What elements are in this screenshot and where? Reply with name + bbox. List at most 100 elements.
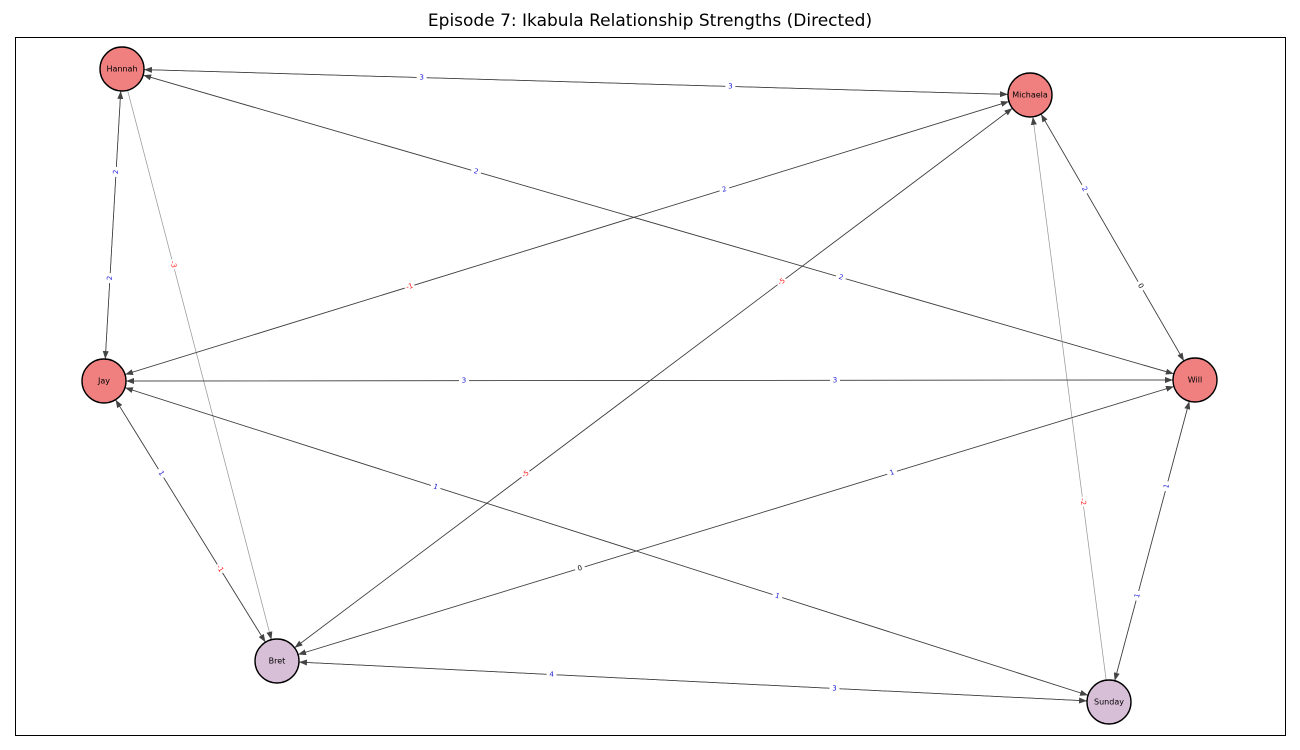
- edge-weight-label: 0: [573, 562, 587, 575]
- edge-weight-background: [834, 271, 848, 284]
- edge-weight-label: -2: [1077, 496, 1089, 508]
- node-label: Jay: [97, 377, 110, 386]
- edge-hannah-to-bret: [127, 90, 273, 640]
- edge-will-to-hannah: [143, 74, 1174, 375]
- edge-weight-label: 3: [725, 81, 736, 92]
- edge-weight-background: [416, 72, 427, 83]
- edge-weight-value: 1: [1162, 483, 1171, 489]
- node-label: Will: [1188, 376, 1202, 385]
- edge-weight-value: -3: [168, 260, 178, 269]
- edge-weight-label: 0: [1133, 279, 1148, 293]
- node-hannah: Hannah: [99, 46, 145, 92]
- edge-weight-value: 4: [549, 670, 554, 678]
- edge-weight-label: 1: [1160, 480, 1173, 493]
- edge-will-to-michaela: [1040, 113, 1185, 362]
- edge-weight-background: [429, 480, 442, 494]
- edge-weight-label: 3: [829, 375, 840, 386]
- edge-weight-label: 1: [429, 480, 442, 494]
- edge-weight-value: 1: [774, 592, 781, 601]
- edge-weight-label: 3: [829, 683, 840, 694]
- node-michaela: Michaela: [1007, 72, 1053, 118]
- edge-weight-background: [774, 274, 789, 289]
- edge-sunday-to-michaela: [1030, 116, 1107, 681]
- edge-weight-background: [1077, 496, 1089, 508]
- edge-bret-to-jay: [115, 399, 266, 643]
- edge-weight-value: 3: [833, 376, 837, 384]
- edge-weight-label: 3: [416, 72, 427, 83]
- node-circle: [1007, 72, 1053, 118]
- edge-weight-value: 2: [838, 273, 845, 282]
- edge-weight-background: [110, 166, 122, 178]
- edge-weight-background: [725, 81, 736, 92]
- edge-layer: [102, 66, 1191, 704]
- edge-weight-background: [469, 165, 483, 178]
- node-circle: [1172, 357, 1218, 403]
- node-circle: [1086, 679, 1132, 725]
- node-will: Will: [1172, 357, 1218, 403]
- edge-weight-value: -2: [1079, 498, 1088, 506]
- edge-weight-background: [104, 272, 116, 284]
- edge-jay-to-michaela: [124, 100, 1010, 375]
- edge-weight-label: 1: [1131, 589, 1144, 602]
- edge-weight-background: [885, 466, 899, 479]
- plot-frame: [15, 37, 1286, 736]
- edge-weight-value: -5: [520, 469, 530, 480]
- edge-weight-background: [403, 280, 416, 293]
- edge-weight-background: [718, 183, 731, 196]
- edge-weight-label: 2: [469, 165, 483, 178]
- edge-weight-value: 2: [473, 167, 480, 176]
- node-label: Sunday: [1094, 698, 1124, 707]
- edge-sunday-to-jay: [124, 387, 1089, 696]
- edge-weight-background: [1131, 589, 1144, 602]
- edge-weight-label: 2: [1077, 182, 1092, 196]
- edge-weight-background: [1160, 480, 1173, 493]
- edge-weight-label: 2: [104, 272, 116, 284]
- edge-weight-value: 2: [106, 276, 114, 281]
- edge-weight-value: 3: [832, 684, 837, 692]
- edge-bret-to-will: [297, 385, 1175, 655]
- edge-weight-value: -1: [215, 564, 225, 574]
- node-sunday: Sunday: [1086, 679, 1132, 725]
- node-label: Michaela: [1012, 91, 1048, 100]
- edge-weight-label: -5: [518, 467, 533, 482]
- edge-weight-background: [167, 258, 180, 271]
- node-bret: Bret: [254, 638, 300, 684]
- edge-weight-label: -1: [403, 280, 416, 293]
- edge-jay-to-hannah: [104, 90, 124, 360]
- edge-weight-label: 1: [154, 466, 168, 481]
- edge-will-to-jay: [125, 377, 1174, 384]
- edge-weight-background: [771, 589, 784, 603]
- edge-weight-label: -1: [213, 561, 227, 576]
- graph-title: Episode 7: Ikabula Relationship Strength…: [427, 11, 873, 31]
- edge-weight-value: 3: [419, 74, 424, 82]
- edge-weight-value: 2: [1080, 185, 1089, 193]
- edge-weight-label: 2: [718, 183, 731, 196]
- edge-weight-value: 1: [1133, 593, 1142, 599]
- edge-weight-label: 1: [771, 589, 784, 603]
- edge-weight-background: [154, 466, 168, 481]
- edge-weight-label: -3: [167, 258, 180, 271]
- edge-weight-background: [546, 669, 557, 680]
- edge-weight-background: [213, 561, 227, 576]
- edge-weight-value: 3: [462, 377, 466, 385]
- edge-weight-value: 0: [1136, 282, 1145, 290]
- edge-weight-value: 3: [728, 82, 733, 90]
- node-circle: [99, 46, 145, 92]
- edge-weight-label: 3: [459, 375, 470, 386]
- edge-weight-value: 1: [889, 468, 896, 477]
- edge-weight-label: 2: [834, 271, 848, 284]
- edge-weight-value: 1: [157, 469, 166, 477]
- edge-weight-value: 2: [112, 169, 120, 174]
- edge-sunday-to-will: [1114, 401, 1191, 681]
- node-label: Hannah: [106, 65, 137, 74]
- edge-bret-to-michaela: [294, 107, 1013, 649]
- edge-weight-value: 2: [721, 185, 728, 194]
- edge-weight-label: 4: [546, 669, 557, 680]
- node-circle: [254, 638, 300, 684]
- edge-weight-label: 2: [110, 166, 122, 178]
- edge-weight-value: 0: [577, 564, 584, 573]
- edge-weight-value: -1: [405, 282, 414, 292]
- edge-weight-label: -5: [774, 274, 789, 289]
